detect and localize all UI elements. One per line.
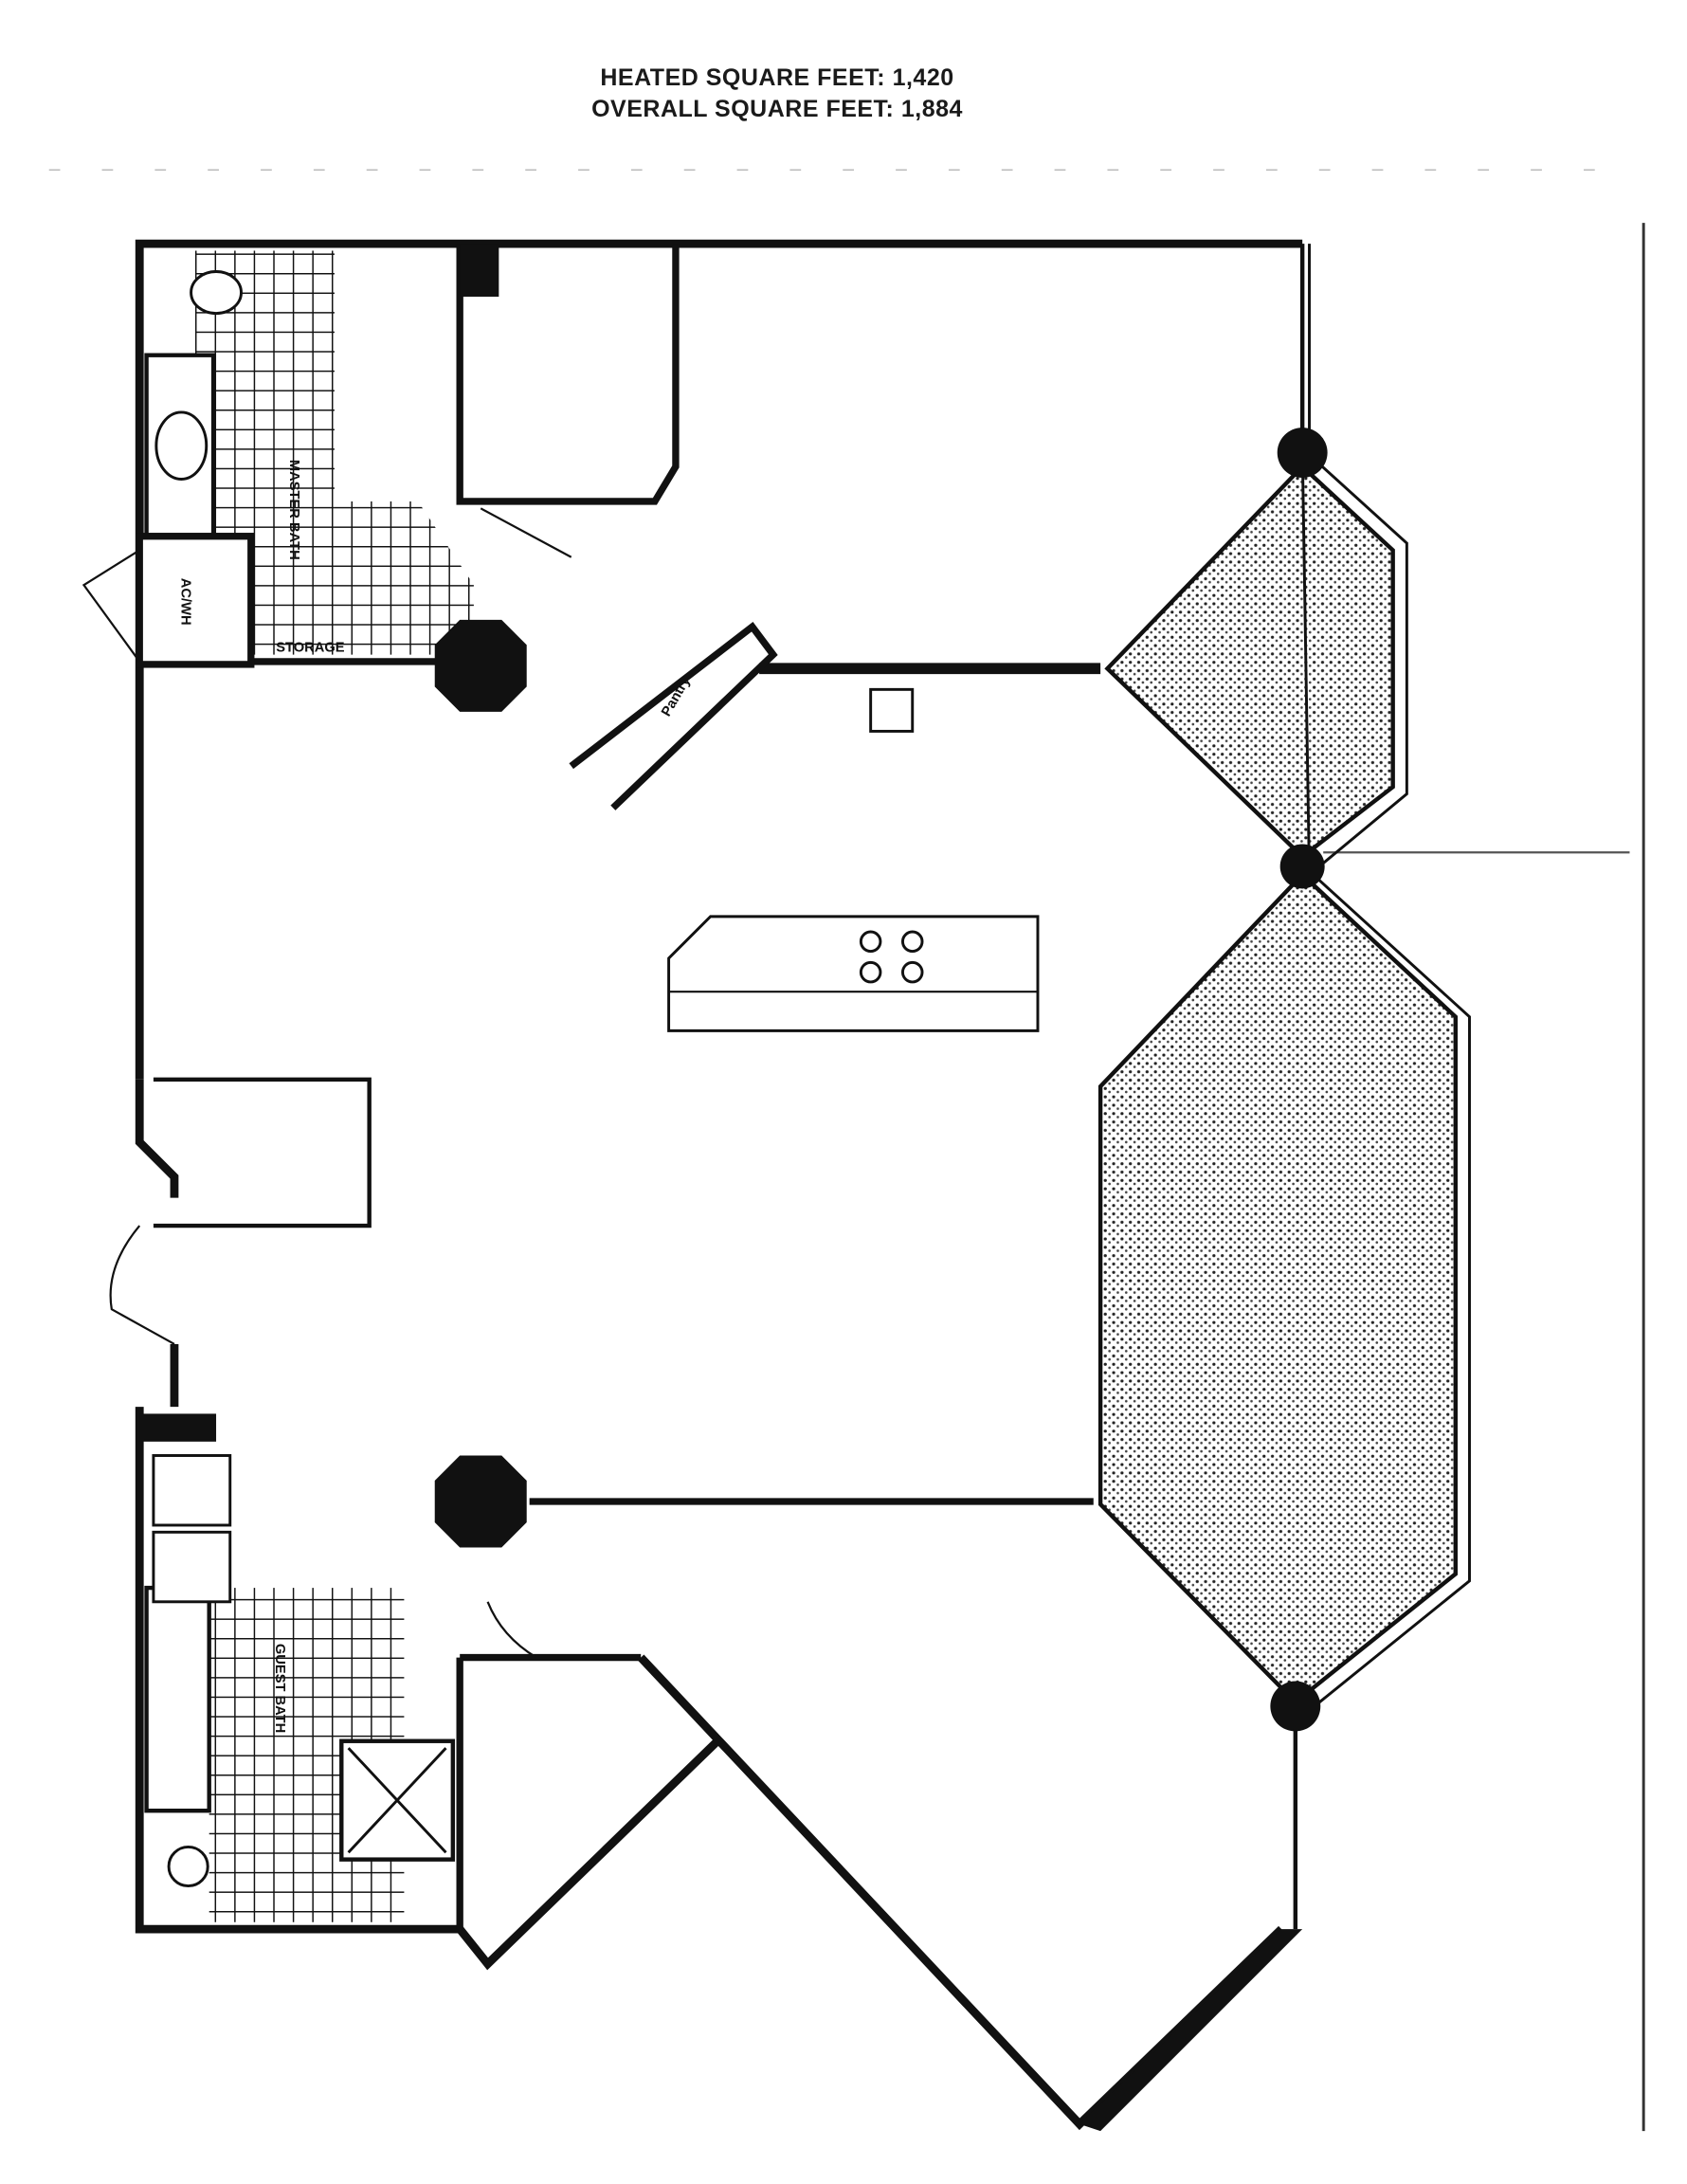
guest-bath-label: GUEST BATH: [272, 1644, 287, 1733]
washer: [152, 1454, 232, 1527]
dryer: [152, 1530, 232, 1604]
column: [434, 1455, 527, 1548]
ac-wh-closet: [136, 533, 255, 668]
column: [1270, 1681, 1321, 1732]
wall-block: [1079, 1929, 1303, 2132]
column: [434, 619, 527, 712]
wall-block: [460, 244, 499, 297]
master-bath-floor: [334, 500, 474, 655]
kitchen-sink: [869, 687, 915, 733]
small-lanai: [1104, 464, 1395, 860]
storage-label: STORAGE: [276, 641, 345, 656]
large-lanai-rail: [1308, 876, 1471, 1712]
large-lanai: [1097, 871, 1458, 1705]
columns: [434, 428, 1328, 1732]
master-toilet: [190, 270, 243, 316]
ac-wh-label: AC/WH: [177, 578, 192, 626]
shower-x: [347, 1747, 447, 1854]
guest-toilet: [167, 1845, 209, 1888]
walls: [135, 239, 1311, 2131]
master-sink: [154, 410, 209, 481]
cooktop-icon: [859, 930, 924, 984]
guest-tub: [144, 1585, 211, 1813]
column: [1279, 844, 1325, 889]
kitchen-island: [667, 915, 1040, 1032]
wall-block: [139, 1413, 217, 1442]
master-bath-label: MASTER BATH: [286, 460, 301, 560]
square-footage-header: HEATED SQUARE FEET: 1,420 OVERALL SQUARE…: [531, 63, 1024, 125]
heated-sqft-line: HEATED SQUARE FEET: 1,420: [600, 64, 954, 91]
door-swings: [82, 507, 572, 1659]
column: [1277, 428, 1328, 478]
small-lanai-rail: [1300, 445, 1408, 878]
overall-sqft-line: OVERALL SQUARE FEET: 1,884: [591, 96, 963, 122]
